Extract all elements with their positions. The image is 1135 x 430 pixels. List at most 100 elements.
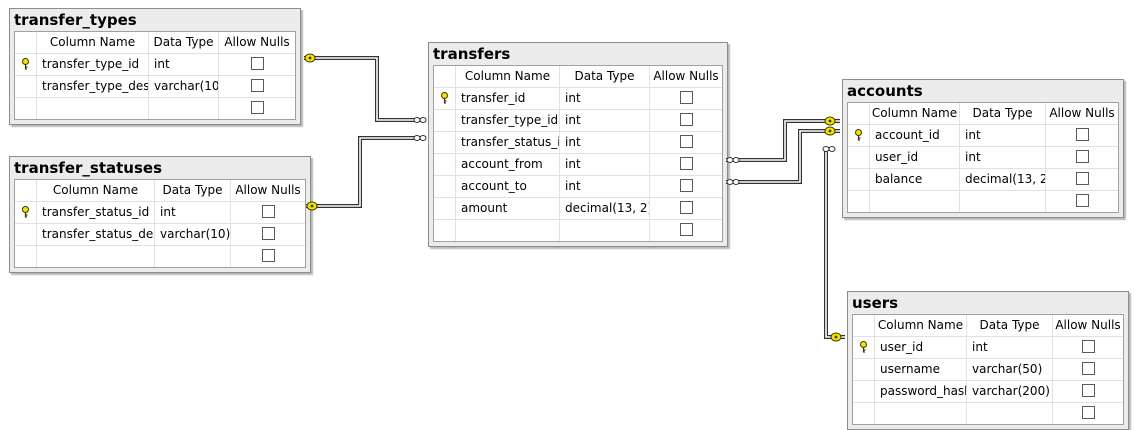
column-name-cell: amount: [456, 198, 560, 219]
allow-nulls-cell: [1053, 359, 1123, 380]
infinity-end-icon: [413, 135, 421, 141]
column-row[interactable]: [848, 191, 1118, 212]
data-type-header: Data Type: [149, 32, 219, 53]
allow-nulls-checkbox[interactable]: [250, 57, 264, 70]
data-type-cell: int: [560, 88, 650, 109]
allow-nulls-checkbox[interactable]: [250, 101, 264, 114]
allow-nulls-cell: [219, 76, 295, 97]
relationship-transfer-statuses-transfers[interactable]: [306, 136, 426, 208]
allow-nulls-checkbox[interactable]: [250, 79, 264, 92]
row-selector: [434, 110, 456, 131]
primary-key-icon: [441, 91, 448, 104]
row-selector-header: [15, 32, 37, 53]
key-hole-icon: [310, 204, 314, 208]
allow-nulls-checkbox[interactable]: [679, 223, 693, 236]
allow-nulls-checkbox[interactable]: [261, 249, 275, 262]
data-type-cell: int: [960, 125, 1046, 146]
column-name-header: Column Name: [456, 66, 560, 87]
allow-nulls-checkbox[interactable]: [1075, 172, 1089, 185]
data-type-header: Data Type: [960, 103, 1046, 124]
column-row[interactable]: [15, 246, 305, 267]
allow-nulls-checkbox[interactable]: [679, 113, 693, 126]
allow-nulls-checkbox[interactable]: [1081, 406, 1095, 419]
column-row[interactable]: [434, 220, 722, 241]
allow-nulls-cell: [219, 54, 295, 75]
infinity-end-icon: [413, 117, 421, 123]
row-selector-header: [434, 66, 456, 87]
allow-nulls-checkbox[interactable]: [1075, 194, 1089, 207]
allow-nulls-cell: [650, 132, 722, 153]
allow-nulls-cell: [650, 88, 722, 109]
row-selector: [848, 125, 870, 146]
allow-nulls-checkbox[interactable]: [679, 201, 693, 214]
relationship-line-inner: [726, 130, 840, 183]
relationship-line-inner: [726, 120, 840, 161]
allow-nulls-checkbox[interactable]: [679, 135, 693, 148]
infinity-end-icon: [822, 146, 830, 152]
allow-nulls-checkbox[interactable]: [1075, 128, 1089, 141]
column-name-header: Column Name: [875, 315, 967, 336]
allow-nulls-checkbox[interactable]: [1081, 362, 1095, 375]
row-selector: [15, 76, 37, 97]
allow-nulls-checkbox[interactable]: [679, 157, 693, 170]
allow-nulls-checkbox[interactable]: [1081, 340, 1095, 353]
allow-nulls-checkbox[interactable]: [679, 179, 693, 192]
column-name-header: Column Name: [37, 32, 149, 53]
allow-nulls-checkbox[interactable]: [1075, 150, 1089, 163]
allow-nulls-checkbox[interactable]: [679, 91, 693, 104]
relationship-accounts-transfers-from[interactable]: [726, 119, 840, 162]
allow-nulls-checkbox[interactable]: [261, 227, 275, 240]
data-type-cell: int: [560, 176, 650, 197]
table-title: users: [852, 294, 899, 312]
table-title: transfers: [433, 45, 511, 63]
relationship-users-accounts[interactable]: [824, 147, 845, 339]
allow-nulls-checkbox[interactable]: [1081, 384, 1095, 397]
infinity-end-icon: [726, 179, 734, 185]
infinity-end-icon: [726, 157, 734, 163]
column-row[interactable]: [853, 403, 1123, 424]
data-type-cell: int: [960, 147, 1046, 168]
column-name-cell: user_id: [870, 147, 960, 168]
allow-nulls-cell: [1053, 403, 1123, 424]
column-name-cell: [456, 220, 560, 241]
allow-nulls-cell: [1046, 191, 1118, 212]
allow-nulls-checkbox[interactable]: [261, 205, 275, 218]
column-name-cell: [870, 191, 960, 212]
data-type-cell: [149, 98, 219, 119]
allow-nulls-cell: [650, 176, 722, 197]
column-row[interactable]: [15, 98, 295, 119]
infinity-end-icon: [732, 157, 740, 163]
data-type-cell: decimal(13, 2): [560, 198, 650, 219]
data-type-cell: [155, 246, 231, 267]
relationship-transfer-types-transfers[interactable]: [304, 56, 426, 122]
infinity-end-icon: [419, 135, 427, 141]
row-selector: [434, 154, 456, 175]
data-type-cell: varchar(10): [155, 224, 231, 245]
